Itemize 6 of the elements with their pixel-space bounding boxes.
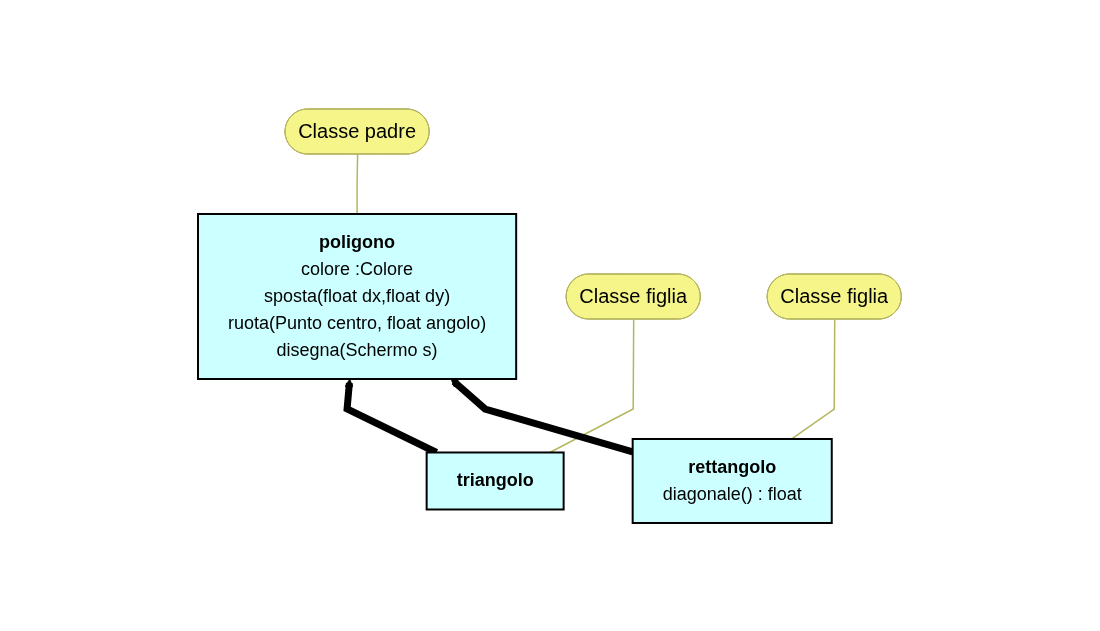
connector	[356, 153, 359, 215]
node-box: triangolo	[426, 451, 565, 510]
node-box: rettangolo diagonale() : float	[632, 437, 834, 524]
arrow	[450, 378, 634, 455]
node-box: poligono colore :Colore sposta(float dx,float dy) ruota(Punto centro, float angolo) disegna(Schermo s)	[197, 212, 518, 380]
connector	[791, 318, 836, 440]
